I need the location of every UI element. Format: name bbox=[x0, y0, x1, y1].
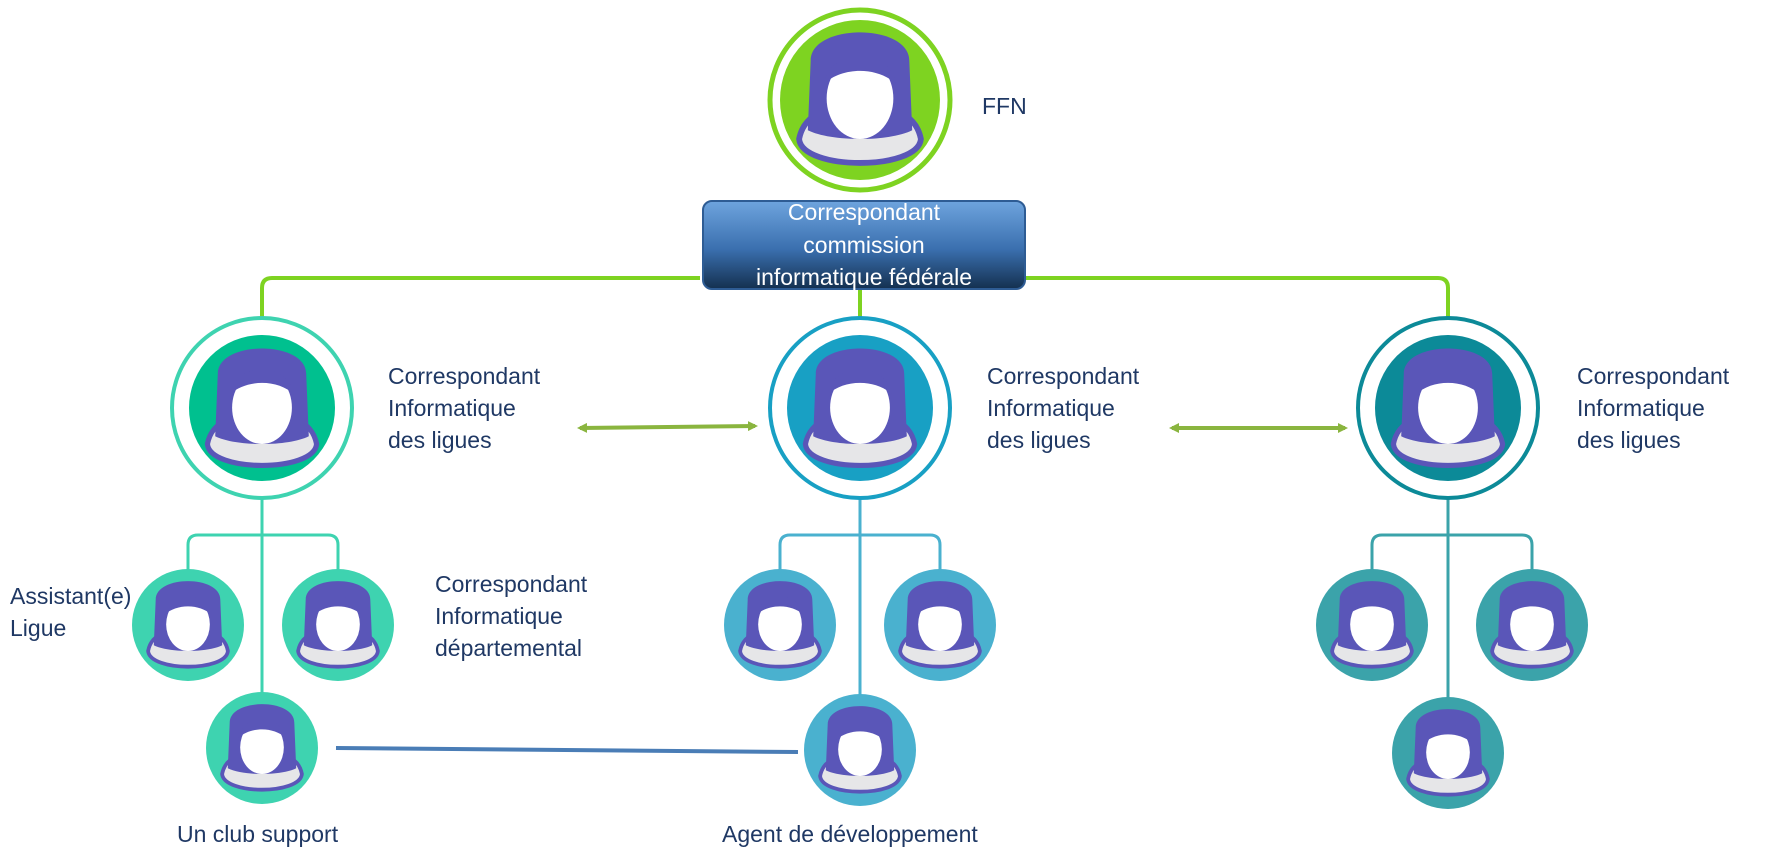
person-icon bbox=[805, 348, 914, 465]
box-line-1: Correspondant bbox=[788, 199, 941, 225]
svg-text:Informatique: Informatique bbox=[1577, 395, 1705, 421]
assistant-label: Assistant(e) Ligue bbox=[10, 583, 131, 641]
svg-text:Correspondant: Correspondant bbox=[435, 571, 588, 597]
group1-branch bbox=[186, 533, 340, 575]
svg-text:Correspondant: Correspondant bbox=[1577, 363, 1730, 389]
svg-text:des ligues: des ligues bbox=[987, 427, 1091, 453]
ligue-label-1: Correspondant Informatique des ligues bbox=[388, 363, 541, 453]
group3-branch bbox=[1370, 533, 1534, 575]
group2-subnode-bottom bbox=[804, 694, 916, 806]
ligue-label-2: Correspondant Informatique des ligues bbox=[987, 363, 1140, 453]
box-line-3: informatique fédérale bbox=[756, 264, 972, 290]
top-connector-right bbox=[1010, 276, 1450, 330]
svg-text:Informatique: Informatique bbox=[388, 395, 516, 421]
person-icon bbox=[1490, 579, 1574, 669]
person-icon bbox=[898, 579, 982, 669]
svg-text:départemental: départemental bbox=[435, 635, 582, 661]
svg-text:des ligues: des ligues bbox=[1577, 427, 1681, 453]
group3-subnode-bottom bbox=[1392, 697, 1504, 809]
agent-label: Agent de développement bbox=[722, 821, 978, 847]
group3-subnode-left bbox=[1316, 569, 1428, 681]
ffn-node bbox=[767, 7, 953, 193]
federal-correspondent-box: Correspondant commission informatique fé… bbox=[702, 199, 1026, 290]
person-icon bbox=[818, 704, 902, 794]
group2-subnode-left bbox=[724, 569, 836, 681]
person-icon bbox=[296, 579, 380, 669]
group3-subnode-right bbox=[1476, 569, 1588, 681]
person-icon bbox=[1393, 348, 1502, 465]
group1-subnode-right bbox=[282, 569, 394, 681]
person-icon bbox=[146, 579, 230, 669]
person-icon bbox=[220, 702, 304, 792]
top-connector-left bbox=[260, 276, 700, 330]
ligue-node-2 bbox=[768, 316, 952, 500]
person-icon bbox=[1406, 707, 1490, 797]
group2-subnode-right bbox=[884, 569, 996, 681]
person-icon bbox=[799, 32, 921, 163]
svg-text:Ligue: Ligue bbox=[10, 615, 66, 641]
box-line-2: commission bbox=[803, 232, 924, 258]
group2-branch bbox=[778, 533, 942, 575]
connectors bbox=[186, 276, 1534, 754]
arrow-ligue1-ligue2 bbox=[577, 421, 758, 433]
group1-subnode-bottom bbox=[206, 692, 318, 804]
svg-text:Assistant(e): Assistant(e) bbox=[10, 583, 131, 609]
ffn-label: FFN bbox=[982, 93, 1027, 119]
ligue-label-3: Correspondant Informatique des ligues bbox=[1577, 363, 1730, 453]
svg-text:Informatique: Informatique bbox=[435, 603, 563, 629]
departemental-label: Correspondant Informatique départemental bbox=[435, 571, 588, 661]
ligue-node-3 bbox=[1356, 316, 1540, 500]
person-icon bbox=[207, 348, 316, 465]
group1-subnode-left bbox=[132, 569, 244, 681]
ligue-node-1 bbox=[170, 316, 354, 500]
svg-text:Informatique: Informatique bbox=[987, 395, 1115, 421]
club-label: Un club support bbox=[177, 821, 339, 847]
club-agent-link bbox=[335, 746, 799, 754]
svg-text:Correspondant: Correspondant bbox=[388, 363, 541, 389]
person-icon bbox=[738, 579, 822, 669]
person-icon bbox=[1330, 579, 1414, 669]
svg-text:des ligues: des ligues bbox=[388, 427, 492, 453]
svg-text:Correspondant: Correspondant bbox=[987, 363, 1140, 389]
